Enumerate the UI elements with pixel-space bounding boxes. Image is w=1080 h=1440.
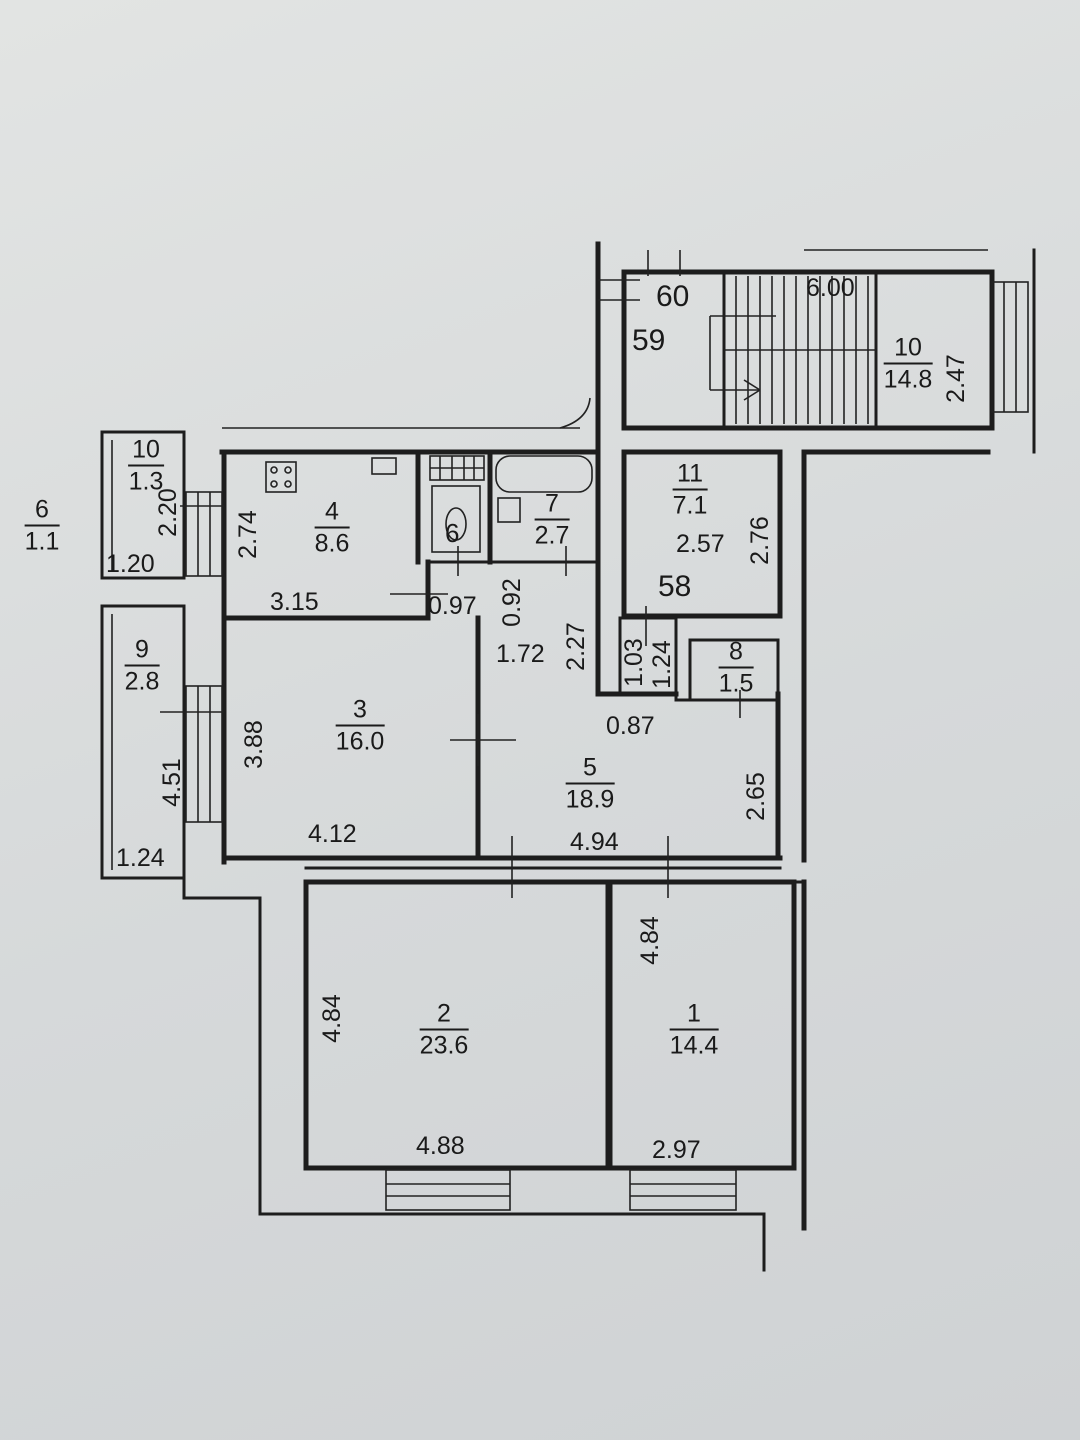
room-5-number: 5 [565, 755, 615, 785]
room-5-area: 18.9 [565, 785, 615, 814]
room-3-label: 3 16.0 [335, 697, 385, 756]
dim-hall-offset: 0.87 [606, 712, 655, 740]
room-10-stair-number: 10 [883, 335, 933, 365]
dim-room2-height: 4.84 [317, 994, 346, 1043]
room-3-area: 16.0 [335, 727, 385, 756]
dim-loggia-width: 1.24 [116, 844, 165, 872]
dim-corridor-gap: 0.92 [497, 578, 526, 627]
balcony-walls [100, 430, 224, 880]
dim-balcony-top-height: 2.20 [153, 488, 182, 537]
room-11-label: 11 7.1 [672, 461, 708, 520]
bedroom-walls [182, 714, 807, 1272]
stair-block [222, 241, 1036, 455]
room-9-number: 9 [124, 637, 160, 667]
fixtures [265, 455, 741, 718]
dim-room3-height: 3.88 [239, 720, 268, 769]
room-11-area: 7.1 [672, 491, 708, 520]
apartment-number-58: 58 [658, 570, 692, 603]
room-4-label: 4 8.6 [314, 499, 350, 558]
dim-room3-width: 4.12 [308, 820, 357, 848]
room-2-label: 2 23.6 [419, 1001, 469, 1060]
dim-room1-height: 4.84 [635, 916, 664, 965]
room-11-number: 11 [672, 461, 708, 491]
room-5-label: 5 18.9 [565, 755, 615, 814]
dim-closet-b: 1.24 [647, 640, 676, 689]
dim-corridor-width: 1.72 [496, 640, 545, 668]
dim-room1-width: 2.97 [652, 1136, 701, 1164]
room-1-label: 1 14.4 [669, 1001, 719, 1060]
room-6-area: 1.1 [24, 527, 60, 556]
room-8-label: 8 1.5 [718, 639, 754, 698]
room-10-balcony-area: 1.3 [128, 467, 164, 496]
dim-kitchen-height: 2.74 [233, 510, 262, 559]
room-4-number: 4 [314, 499, 350, 529]
room-2-area: 23.6 [419, 1031, 469, 1060]
room-7-area: 2.7 [534, 521, 570, 550]
room-9-label: 9 2.8 [124, 637, 160, 696]
room-1-number: 1 [669, 1001, 719, 1031]
dim-kitchen-width: 3.15 [270, 588, 319, 616]
dim-balcony-top-width: 1.20 [106, 550, 155, 578]
bath-number: 6 [445, 518, 460, 548]
room-10-balcony-label: 10 1.3 [128, 437, 164, 496]
dim-hall-height: 2.65 [741, 772, 770, 821]
room-10-balcony-number: 10 [128, 437, 164, 467]
dim-wc-width: 0.97 [428, 592, 477, 620]
dim-stair-depth: 2.47 [941, 354, 970, 403]
dim-room2-width: 4.88 [416, 1132, 465, 1160]
room-7-label: 7 2.7 [534, 491, 570, 550]
room-4-area: 8.6 [314, 529, 350, 558]
dim-hall-width: 4.94 [570, 828, 619, 856]
apartment-walls [219, 449, 991, 865]
room-6-number: 6 [24, 497, 60, 527]
room-9-area: 2.8 [124, 667, 160, 696]
room-6-label: 6 1.1 [24, 497, 60, 556]
apartment-number-59: 59 [632, 324, 666, 357]
apartment-number-60: 60 [656, 280, 690, 313]
room-7-number: 7 [534, 491, 570, 521]
room-3-number: 3 [335, 697, 385, 727]
dim-corridor-height: 2.27 [561, 622, 590, 671]
room-2-number: 2 [419, 1001, 469, 1031]
dim-room11-width: 2.57 [676, 530, 725, 558]
room-1-area: 14.4 [669, 1031, 719, 1060]
dim-closet-a: 1.03 [619, 638, 648, 687]
room-10-stair-area: 14.8 [883, 365, 933, 394]
dim-room11-height: 2.76 [745, 516, 774, 565]
dim-loggia-height: 4.51 [157, 758, 186, 807]
room-10-stair-label: 10 14.8 [883, 335, 933, 394]
dim-stair-width: 6.00 [806, 274, 855, 302]
room-8-area: 1.5 [718, 669, 754, 698]
room-8-number: 8 [718, 639, 754, 669]
